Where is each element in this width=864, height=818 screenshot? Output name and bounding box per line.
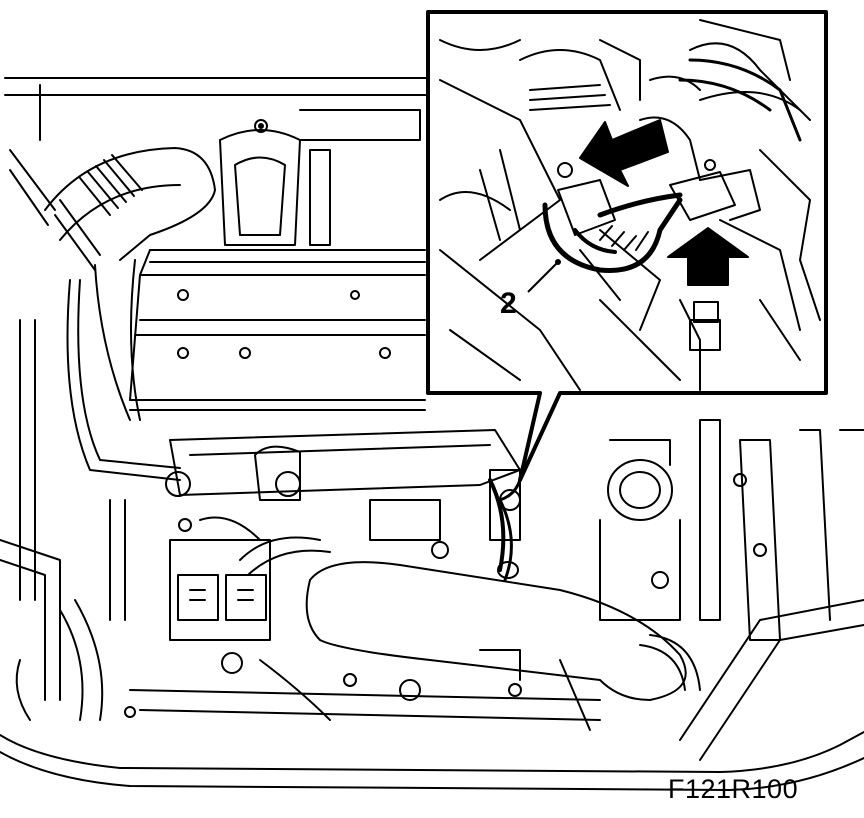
left-hoses (0, 279, 181, 721)
relay-block (169, 516, 271, 641)
valve-cover (129, 109, 426, 411)
right-components (679, 419, 864, 761)
engine-bay-frame (0, 77, 864, 791)
reservoir-cap (599, 439, 681, 621)
intake-pipe-lower (239, 536, 701, 701)
callout-2-label: 2 (500, 287, 517, 320)
throttle-body (165, 429, 521, 559)
lower-details (124, 649, 601, 731)
callout-2-leader (527, 259, 561, 293)
arrow-left-down (579, 119, 669, 187)
wiring-harness-main (488, 478, 522, 582)
detail-inset: 2 (426, 10, 828, 482)
arrow-up (667, 227, 749, 286)
intake-hose-upper (9, 147, 216, 421)
figure-code: F121R100 (668, 774, 799, 804)
